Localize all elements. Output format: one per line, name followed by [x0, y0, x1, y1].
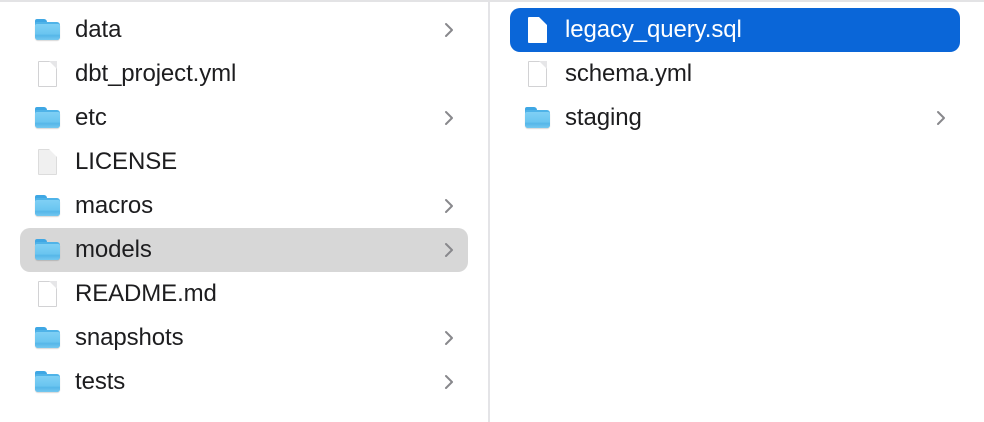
chevron-right-icon[interactable] [444, 330, 454, 346]
file-document-icon [34, 279, 62, 309]
chevron-right-icon[interactable] [936, 110, 946, 126]
item-label: schema.yml [565, 60, 693, 87]
item-label: LICENSE [75, 148, 178, 175]
folder-icon [34, 103, 62, 133]
item-label: snapshots [75, 324, 184, 351]
item-label: data [75, 16, 122, 43]
folder-row[interactable]: etc [20, 96, 468, 140]
folder-row[interactable]: snapshots [20, 316, 468, 360]
file-column-child: legacy_query.sql schema.yml staging [490, 2, 984, 422]
file-row[interactable]: legacy_query.sql [510, 8, 960, 52]
file-document-icon [524, 59, 552, 89]
folder-icon [34, 323, 62, 353]
folder-row[interactable]: data [20, 8, 468, 52]
file-row[interactable]: LICENSE [20, 140, 468, 184]
chevron-right-icon[interactable] [444, 110, 454, 126]
item-label: dbt_project.yml [75, 60, 237, 87]
file-document-icon [34, 59, 62, 89]
folder-row[interactable]: models [20, 228, 468, 272]
item-label: staging [565, 104, 642, 131]
chevron-right-icon[interactable] [444, 22, 454, 38]
folder-row[interactable]: staging [510, 96, 960, 140]
folder-icon [34, 15, 62, 45]
item-label: legacy_query.sql [565, 16, 742, 43]
file-row[interactable]: dbt_project.yml [20, 52, 468, 96]
file-plain-icon [34, 147, 62, 177]
item-label: macros [75, 192, 154, 219]
item-label: tests [75, 368, 126, 395]
folder-icon [34, 367, 62, 397]
item-label: etc [75, 104, 107, 131]
item-label: models [75, 236, 152, 263]
chevron-right-icon[interactable] [444, 374, 454, 390]
chevron-right-icon[interactable] [444, 242, 454, 258]
item-label: README.md [75, 280, 217, 307]
folder-icon [34, 191, 62, 221]
folder-row[interactable]: tests [20, 360, 468, 404]
folder-icon [524, 103, 552, 133]
file-row[interactable]: schema.yml [510, 52, 960, 96]
folder-icon [34, 235, 62, 265]
folder-row[interactable]: macros [20, 184, 468, 228]
file-row[interactable]: README.md [20, 272, 468, 316]
chevron-right-icon[interactable] [444, 198, 454, 214]
file-document-icon [524, 15, 552, 45]
